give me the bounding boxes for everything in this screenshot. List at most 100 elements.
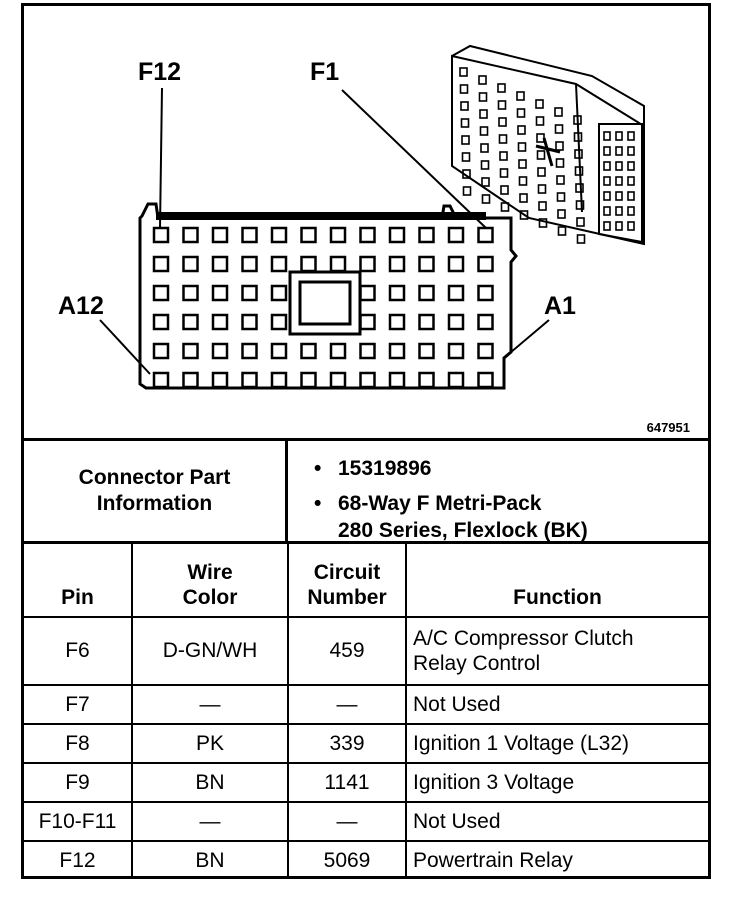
iso-pin-cavity	[462, 169, 471, 179]
pin-cavity	[270, 371, 288, 389]
iso-pin-cavity	[535, 99, 544, 109]
iso-pin-cavity	[573, 132, 583, 142]
pin-cavity	[152, 313, 170, 331]
iso-pin-cavity	[498, 134, 508, 144]
pin-cavity	[447, 226, 465, 244]
pin-cavity	[241, 226, 258, 244]
iso-pin-cavity	[519, 193, 528, 203]
iso-pin-cavity	[615, 146, 623, 156]
table-row: F10-F11 — — Not Used	[24, 801, 708, 842]
iso-pin-cavity	[575, 200, 585, 210]
iso-pin-cavity	[517, 125, 526, 135]
iso-pin-cavity	[535, 116, 545, 126]
circuit-cell: 5069	[287, 840, 407, 879]
iso-pin-cavity	[519, 210, 529, 220]
iso-pin-cavity	[627, 206, 635, 216]
wire-color-cell: BN	[131, 762, 289, 803]
label-f1: F1	[310, 58, 340, 86]
circuit-cell: —	[287, 684, 407, 725]
pin-cavity	[270, 255, 288, 273]
circuit-cell: 1141	[287, 762, 407, 803]
pin-cell: F6	[24, 616, 133, 686]
iso-pin-cavity	[555, 158, 565, 168]
pin-cavity	[182, 371, 199, 389]
pin-cavity	[211, 284, 229, 302]
description-line1: 68-Way F Metri-Pack	[338, 492, 542, 515]
iso-pin-cavity	[460, 118, 470, 128]
part-number: 15319896	[338, 457, 432, 480]
pin-cavity	[418, 313, 435, 331]
connector-sheet: F12 F1 A12 A1 647951 Connector Part Info…	[21, 3, 711, 879]
pin-cavity	[359, 226, 376, 244]
pin-cavity	[359, 313, 376, 331]
iso-pin-cavity	[603, 176, 611, 186]
pin-cavity	[211, 313, 229, 331]
pin-cavity	[477, 371, 494, 389]
pin-cavity	[359, 284, 376, 302]
pin-cavity	[418, 255, 435, 273]
iso-pin-cavity	[603, 221, 611, 231]
pin-cavity	[418, 342, 435, 360]
iso-pin-cavity	[615, 161, 623, 171]
pin-cavity	[329, 226, 347, 244]
iso-pin-cavity	[481, 177, 490, 187]
wire-color-cell: BN	[131, 840, 289, 879]
pin-cavity	[241, 255, 258, 273]
iso-pin-cavity	[518, 176, 528, 186]
pin-cavity	[388, 284, 406, 302]
pin-cavity	[300, 342, 317, 360]
pin-cavity	[388, 313, 406, 331]
pin-cavity	[477, 255, 494, 273]
label-f12: F12	[138, 58, 182, 86]
pin-cavity	[152, 284, 170, 302]
pin-cavity	[211, 226, 229, 244]
wire-color-cell: —	[131, 801, 289, 842]
connector-part-info: Connector Part Information •15319896 •68…	[24, 438, 708, 544]
iso-pin-cavity	[603, 161, 611, 171]
pin-table: Pin Wire Color Circuit Number Function F…	[24, 544, 708, 879]
wire-color-cell: —	[131, 684, 289, 725]
pin-cavity	[241, 284, 258, 302]
pin-cavity	[477, 313, 494, 331]
iso-pin-cavity	[499, 151, 508, 161]
pin-cavity	[182, 284, 199, 302]
pin-cavity	[152, 255, 170, 273]
circuit-cell: 459	[287, 616, 407, 686]
pin-cavity	[447, 342, 465, 360]
iso-pin-cavity	[554, 107, 563, 117]
iso-pin-cavity	[461, 152, 471, 162]
iso-pin-cavity	[603, 191, 611, 201]
pin-cavity	[270, 226, 288, 244]
circuit-cell: —	[287, 801, 407, 842]
pin-cavity	[241, 313, 258, 331]
iso-pin-cavity	[536, 133, 545, 143]
pin-cavity	[418, 284, 435, 302]
iso-pin-cavity	[537, 184, 547, 194]
table-header-row: Pin Wire Color Circuit Number Function	[24, 544, 708, 618]
part-number-item: •15319896	[314, 455, 588, 482]
pin-cavity	[300, 226, 317, 244]
wire-color-cell: PK	[131, 723, 289, 764]
pin-cavity	[477, 226, 494, 244]
pin-cavity	[182, 313, 199, 331]
iso-pin-cavity	[557, 226, 567, 236]
pin-cavity	[270, 342, 288, 360]
connector-info-title-line2: Information	[96, 492, 213, 515]
iso-pin-cavity	[479, 126, 489, 136]
iso-pin-cavity	[556, 175, 565, 185]
description-line2: 280 Series, Flexlock (BK)	[338, 519, 588, 542]
header-circuit-number: Circuit Number	[287, 544, 407, 618]
iso-pin-cavity	[516, 91, 525, 101]
iso-pin-cavity	[499, 168, 509, 178]
pin-cavity	[152, 342, 170, 360]
pin-cavity	[359, 255, 376, 273]
function-cell: Not Used	[405, 801, 708, 842]
header-function: Function	[405, 544, 708, 618]
iso-pin-cavity	[480, 143, 489, 153]
iso-pin-cavity	[627, 161, 635, 171]
iso-pin-cavity	[627, 131, 635, 141]
iso-pin-cavity	[555, 141, 564, 151]
pin-cavity	[182, 342, 199, 360]
table-row: F8 PK 339 Ignition 1 Voltage (L32)	[24, 723, 708, 764]
iso-pin-cavity	[556, 192, 566, 202]
